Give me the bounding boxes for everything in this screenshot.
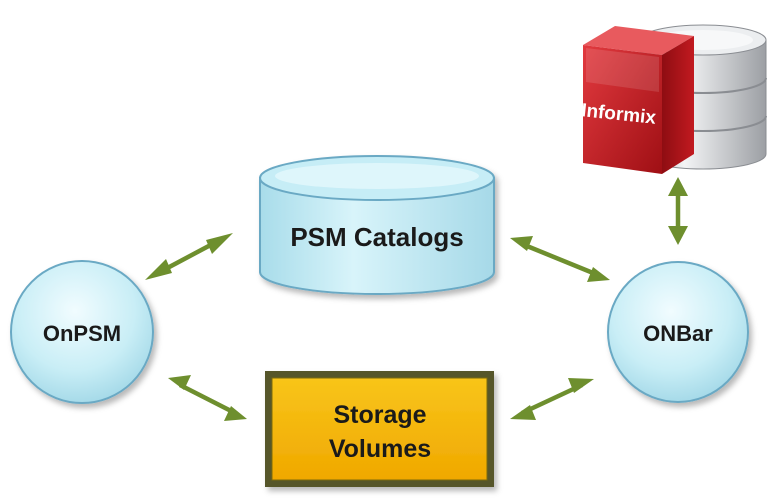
arrow-informix-onbar (668, 177, 688, 245)
arrow-onpsm-catalogs (145, 233, 233, 280)
storage-volumes-label-line1: Storage (333, 401, 426, 429)
informix-database-icon (583, 24, 767, 174)
onbar-node (607, 261, 749, 403)
psm-catalogs-node (259, 155, 495, 295)
arrow-catalogs-onbar (510, 236, 610, 282)
informix-cube-icon (583, 26, 694, 174)
psm-catalogs-label: PSM Catalogs (290, 222, 463, 252)
onbar-label: ONBar (643, 321, 713, 346)
arrow-storage-onbar (510, 378, 594, 420)
arrow-onpsm-storage (168, 375, 247, 421)
onpsm-label: OnPSM (43, 321, 121, 346)
onpsm-node (10, 260, 154, 404)
storage-volumes-node (265, 371, 494, 487)
storage-volumes-label-line2: Volumes (329, 435, 431, 463)
